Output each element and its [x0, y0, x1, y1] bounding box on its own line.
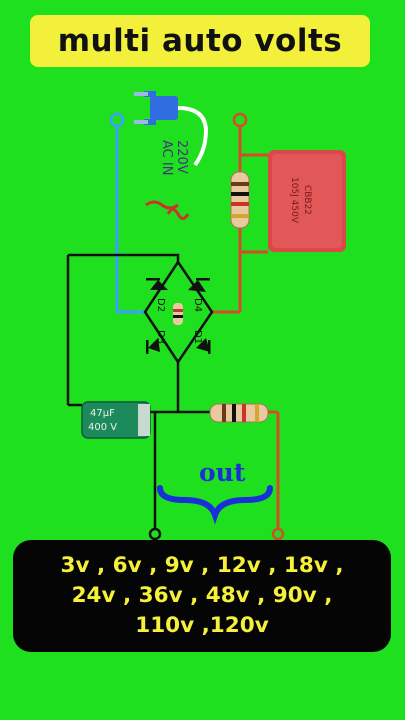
ac-in-label: AC IN: [159, 140, 174, 175]
film-capacitor: CBB22 105J 450V: [268, 150, 346, 252]
output-terminal-negative: [148, 527, 162, 541]
title-banner: multi auto volts: [30, 15, 370, 67]
electrolytic-voltage: 400 V: [88, 422, 117, 433]
bridge-rectifier: D2 D4 D3 D1: [143, 259, 214, 365]
output-terminal-positive: [271, 527, 285, 541]
voltage-list-box: 3v , 6v , 9v , 12v , 18v , 24v , 36v , 4…: [13, 540, 391, 652]
ac-voltage-label: 220V: [174, 140, 189, 174]
page-title: multi auto volts: [57, 23, 343, 59]
ac-sine-icon: [145, 200, 179, 210]
voltage-list: 3v , 6v , 9v , 12v , 18v , 24v , 36v , 4…: [22, 551, 382, 641]
voltage-line-1: 3v , 6v , 9v , 12v , 18v ,: [60, 553, 344, 578]
diode-label-d4: D4: [192, 298, 203, 312]
output-label: out: [199, 458, 246, 487]
electrolytic-value: 47µF: [90, 408, 115, 419]
input-terminal-left: [109, 112, 125, 128]
input-terminal-right: [232, 112, 248, 128]
diode-label-d3: D3: [155, 330, 166, 344]
output-resistor: [209, 403, 269, 423]
diode-label-d1: D1: [192, 330, 203, 344]
diode-label-d2: D2: [155, 298, 166, 312]
capacitor-value: 105J 450V: [289, 177, 299, 224]
voltage-line-3: 110v ,120v: [135, 613, 269, 638]
capacitor-label: CBB22: [302, 185, 312, 215]
voltage-line-2: 24v , 36v , 48v , 90v ,: [71, 583, 333, 608]
plug-icon: [134, 91, 209, 167]
output-brace-icon: [157, 485, 273, 525]
input-resistor: [230, 171, 250, 229]
electrolytic-capacitor: 47µF 400 V: [81, 401, 151, 439]
